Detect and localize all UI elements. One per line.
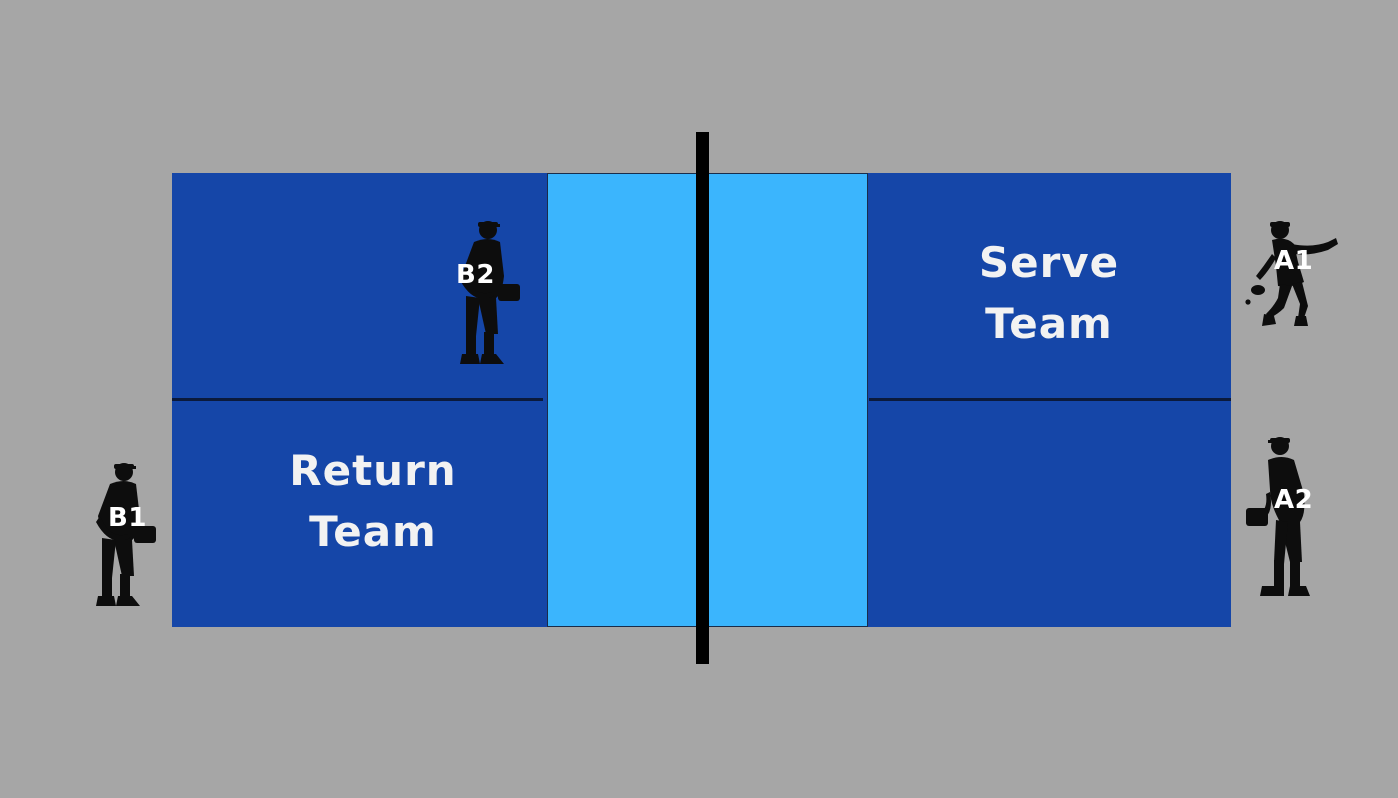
serve-team-line1: Serve: [978, 238, 1120, 287]
return-team-line1: Return: [289, 446, 457, 495]
left-kitchen-zone: [547, 173, 702, 627]
player-b2: B2: [452, 218, 524, 368]
return-team-label: Return Team: [262, 440, 484, 562]
player-b2-label: B2: [456, 260, 495, 290]
player-a2: A2: [1240, 434, 1330, 600]
right-kitchen-zone: [703, 173, 868, 627]
serve-team-label: Serve Team: [938, 232, 1160, 354]
player-ready-icon: [96, 463, 156, 606]
player-a1-label: A1: [1274, 246, 1314, 276]
player-ready-icon: [1246, 437, 1310, 596]
player-ready-icon: [460, 221, 520, 364]
player-a2-label: A2: [1274, 485, 1314, 515]
return-team-line2: Team: [309, 507, 437, 556]
player-serving-icon: [1245, 221, 1338, 326]
player-b1-label: B1: [108, 503, 147, 533]
player-b1: B1: [88, 460, 160, 610]
player-a1: A1: [1242, 218, 1342, 330]
serve-team-line2: Team: [985, 299, 1113, 348]
left-centerline: [172, 398, 543, 401]
right-centerline: [869, 398, 1231, 401]
net: [696, 132, 709, 664]
